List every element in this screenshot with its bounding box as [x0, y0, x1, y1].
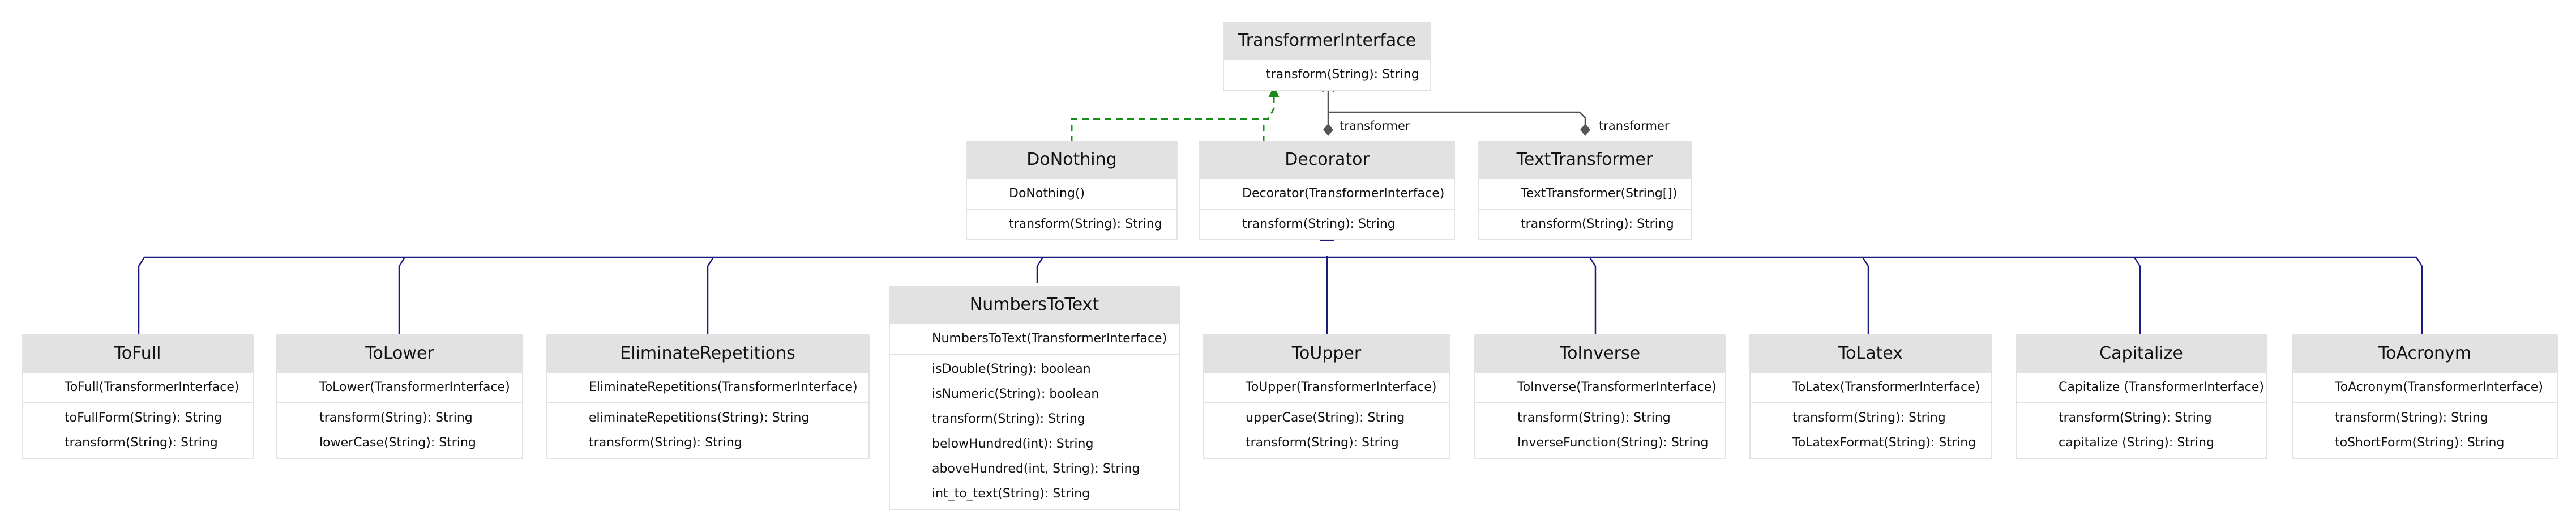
operation-uppercase: upperCase(String): String — [1246, 411, 1405, 425]
operations-section: NumbersToText(TransformerInterface) — [890, 323, 1179, 354]
class-name: ToUpper — [1204, 335, 1449, 372]
operation-toinverse: ToInverse(TransformerInterface) — [1517, 380, 1717, 394]
operations-section: transform(String): String lowerCase(Strin… — [277, 402, 522, 458]
class-transformer-interface[interactable]: TransformerInterface transform(String): S… — [1223, 22, 1431, 91]
operation-donothing: DoNothing() — [1009, 186, 1085, 201]
operation-decorator: Decorator(TransformerInterface) — [1242, 186, 1445, 201]
label-texttransformer-transformer: transformer — [1599, 119, 1670, 133]
class-name: ToFull — [23, 335, 253, 372]
operation-abovehundred: aboveHundred(int, String): String — [932, 462, 1140, 476]
operation-transform: transform(String): String — [1242, 217, 1396, 231]
operation-tofull: ToFull(TransformerInterface) — [65, 380, 239, 394]
operation-transform: transform(String): String — [65, 436, 218, 450]
operations-section: upperCase(String): String transform(Strin… — [1204, 402, 1449, 458]
operation-transform: transform(String): String — [1266, 67, 1419, 82]
operations-section: transform(String): String — [1224, 59, 1430, 90]
class-name: ToLower — [277, 335, 522, 372]
label-decorator-transformer: transformer — [1340, 119, 1410, 133]
operations-section: ToUpper(TransformerInterface) — [1204, 372, 1449, 402]
operations-section: transform(String): String capitalize (Str… — [2017, 402, 2266, 458]
operations-section: ToLower(TransformerInterface) — [277, 372, 522, 402]
operation-toshortform: toShortForm(String): String — [2335, 436, 2505, 450]
operations-section: Decorator(TransformerInterface) — [1200, 178, 1454, 209]
operation-transform: transform(String): String — [932, 412, 1085, 426]
operations-section: ToLatex(TransformerInterface) — [1751, 372, 1991, 402]
operations-section: transform(String): String toShortForm(Str… — [2293, 402, 2557, 458]
operations-section: EliminateRepetitions(TransformerInterfac… — [547, 372, 868, 402]
composition-diamond-texttransformer — [1580, 124, 1590, 136]
operation-tofullform: toFullForm(String): String — [65, 411, 222, 425]
operations-section: ToAcronym(TransformerInterface) — [2293, 372, 2557, 402]
operations-section: ToFull(TransformerInterface) — [23, 372, 253, 402]
operation-isnumeric: isNumeric(String): boolean — [932, 387, 1099, 401]
operation-eliminaterepetitions: eliminateRepetitions(String): String — [589, 411, 810, 425]
generalization-edges — [138, 256, 2423, 334]
operation-tolatex: ToLatex(TransformerInterface) — [1792, 380, 1980, 394]
class-name: Capitalize — [2017, 335, 2266, 372]
class-name: NumbersToText — [890, 287, 1179, 323]
operation-transform: transform(String): String — [1246, 436, 1399, 450]
realization-donothing — [1071, 97, 1275, 143]
association-texttransformer — [1328, 111, 1586, 126]
class-name: ToInverse — [1475, 335, 1725, 372]
operation-transform: transform(String): String — [2335, 411, 2488, 425]
operation-tolower: ToLower(TransformerInterface) — [319, 380, 510, 394]
class-name: TextTransformer — [1479, 142, 1691, 178]
operation-numberstotext: NumbersToText(TransformerInterface) — [932, 331, 1167, 346]
class-name: Decorator — [1200, 142, 1454, 178]
class-name: EliminateRepetitions — [547, 335, 868, 372]
operation-transform: transform(String): String — [1517, 411, 1671, 425]
composition-diamond-decorator — [1323, 124, 1333, 136]
operations-section: eliminateRepetitions(String): String tran… — [547, 402, 868, 458]
operation-eliminaterepetitions: EliminateRepetitions(TransformerInterfac… — [589, 380, 858, 394]
class-name: TransformerInterface — [1224, 23, 1430, 59]
operation-lowercase: lowerCase(String): String — [319, 436, 476, 450]
class-name: ToAcronym — [2293, 335, 2557, 372]
realization-arrowhead — [1268, 86, 1280, 97]
operations-section: toFullForm(String): String transform(Stri… — [23, 402, 253, 458]
operations-section: isDouble(String): boolean isNumeric(Strin… — [890, 354, 1179, 509]
operation-toacronym: ToAcronym(TransformerInterface) — [2335, 380, 2544, 394]
operation-transform: transform(String): String — [1521, 217, 1674, 231]
operation-capitalize: capitalize (String): String — [2059, 436, 2214, 450]
operation-transform: transform(String): String — [1009, 217, 1162, 231]
operation-transform: transform(String): String — [2059, 411, 2212, 425]
operations-section: transform(String): String — [1200, 209, 1454, 239]
operations-section: transform(String): String — [967, 209, 1176, 239]
operation-transform: transform(String): String — [589, 436, 742, 450]
operation-isdouble: isDouble(String): boolean — [932, 362, 1091, 376]
operation-transform: transform(String): String — [319, 411, 473, 425]
operations-section: Capitalize (TransformerInterface) — [2017, 372, 2266, 402]
operation-tolatexformat: ToLatexFormat(String): String — [1792, 436, 1976, 450]
class-name: ToLatex — [1751, 335, 1991, 372]
operation-capitalize: Capitalize (TransformerInterface) — [2059, 380, 2264, 394]
operations-section: ToInverse(TransformerInterface) — [1475, 372, 1725, 402]
operation-toupper: ToUpper(TransformerInterface) — [1246, 380, 1437, 394]
operation-belowhundred: belowHundred(int): String — [932, 437, 1094, 451]
class-name: DoNothing — [967, 142, 1176, 178]
operations-section: DoNothing() — [967, 178, 1176, 209]
operations-section: TextTransformer(String[]) — [1479, 178, 1691, 209]
operation-texttransformer: TextTransformer(String[]) — [1521, 186, 1678, 201]
operation-inversefunction: InverseFunction(String): String — [1517, 436, 1709, 450]
operations-section: transform(String): String — [1479, 209, 1691, 239]
operation-int-to-text: int_to_text(String): String — [932, 487, 1090, 501]
operation-transform: transform(String): String — [1792, 411, 1946, 425]
